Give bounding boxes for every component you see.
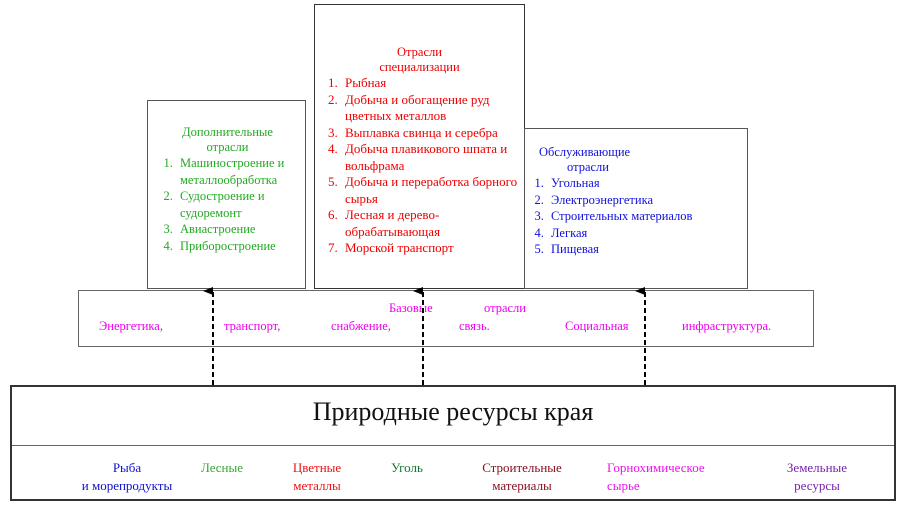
resource-item: Уголь bbox=[391, 460, 423, 475]
specialization-title: Отрасли специализации bbox=[319, 45, 520, 75]
list-item: Лесная и дерево-обрабатывающая bbox=[341, 207, 520, 240]
base-item: инфраструктура. bbox=[682, 319, 772, 333]
title-line: специализации bbox=[379, 60, 460, 74]
natural-resources-title: Природные ресурсы края bbox=[312, 397, 594, 426]
list-item: Электроэнергетика bbox=[547, 192, 745, 209]
base-item: Энергетика, bbox=[99, 319, 163, 333]
service-title: Обслуживающие отрасли bbox=[529, 145, 745, 175]
title-line: Отрасли bbox=[397, 45, 442, 59]
divider bbox=[12, 445, 894, 446]
resource-item: Лесные bbox=[200, 460, 244, 475]
list-item: Выплавка свинца и серебра bbox=[341, 125, 520, 142]
list-item: Легкая bbox=[547, 225, 745, 242]
specialization-industries-box: Отрасли специализации Рыбная Добыча и об… bbox=[314, 4, 525, 289]
list-item: Добыча плавикового шпата и вольфрама bbox=[341, 141, 520, 174]
list-item: Судостроение и судоремонт bbox=[176, 188, 301, 221]
base-item: связь. bbox=[459, 319, 490, 333]
service-list: Угольная Электроэнергетика Строительных … bbox=[529, 175, 745, 258]
list-item: Приборостроение bbox=[176, 238, 301, 255]
base-item: снабжение, bbox=[331, 319, 391, 333]
additional-industries-box: Дополнительные отрасли Машиностроение и … bbox=[147, 100, 306, 289]
list-item: Добыча и переработка борного сырья bbox=[341, 174, 520, 207]
list-item: Авиастроение bbox=[176, 221, 301, 238]
list-item: Пищевая bbox=[547, 241, 745, 258]
specialization-list: Рыбная Добыча и обогащение руд цветных м… bbox=[319, 75, 520, 257]
list-item: Морской транспорт bbox=[341, 240, 520, 257]
list-item: Угольная bbox=[547, 175, 745, 192]
list-item: Строительных материалов bbox=[547, 208, 745, 225]
base-title-word: отрасли bbox=[484, 301, 526, 315]
base-item: транспорт, bbox=[224, 319, 281, 333]
additional-industries-list: Машиностроение и металлообработка Судост… bbox=[154, 155, 301, 254]
list-item: Рыбная bbox=[341, 75, 520, 92]
title-line: Дополнительные bbox=[182, 125, 273, 139]
title-line: Обслуживающие bbox=[539, 145, 631, 159]
list-item: Добыча и обогащение руд цветных металлов bbox=[341, 92, 520, 125]
list-item: Машиностроение и металлообработка bbox=[176, 155, 301, 188]
base-industries-band: Базовые отрасли Энергетика, транспорт, с… bbox=[78, 290, 814, 347]
title-line: отрасли bbox=[206, 140, 249, 154]
additional-industries-title: Дополнительные отрасли bbox=[154, 125, 301, 155]
title-line: отрасли bbox=[567, 160, 609, 174]
base-title-word: Базовые bbox=[389, 301, 433, 315]
base-item: Социальная bbox=[565, 319, 629, 333]
service-industries-box: Обслуживающие отрасли Угольная Электроэн… bbox=[524, 128, 748, 289]
